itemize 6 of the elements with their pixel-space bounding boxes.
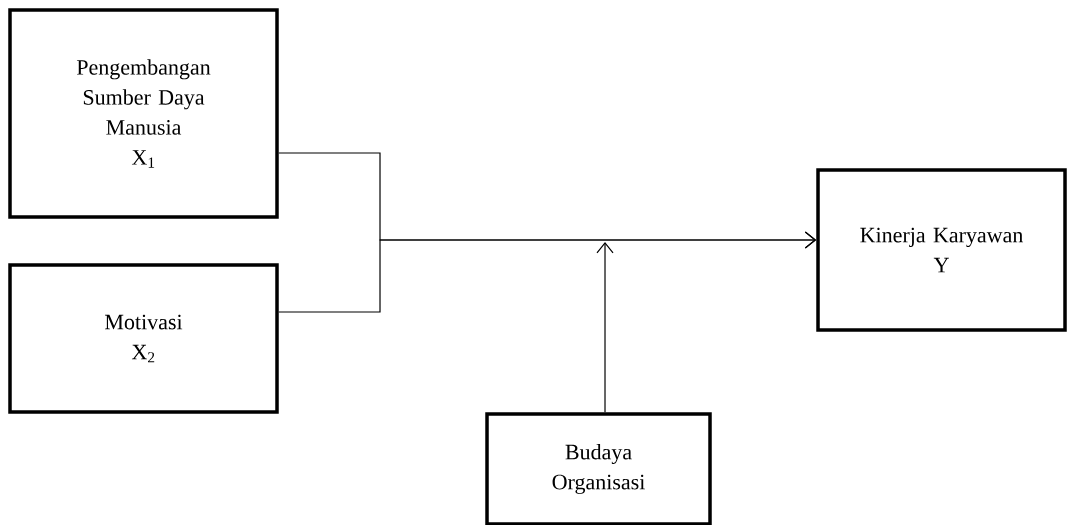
process-box: Motivasi X$_{2}$	[8, 263, 279, 414]
process-box: Kinerja Karyawan Y	[816, 168, 1067, 332]
arrow	[278, 231, 817, 313]
process-box: Pengembangan Sumber Daya Manusia X$_{1}$	[8, 8, 279, 219]
process-box: Budaya Organisasi	[485, 412, 712, 525]
arrow	[596, 242, 614, 413]
